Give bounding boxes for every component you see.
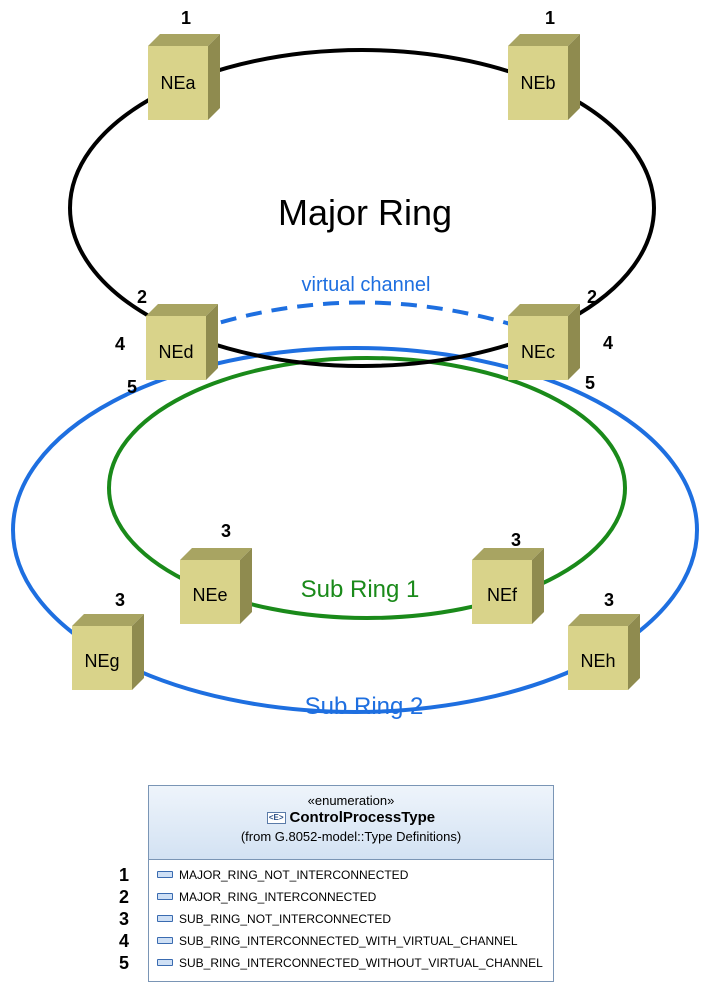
node-ned-number-5: 5 [127, 377, 137, 397]
node-ned-label: NEd [158, 342, 193, 362]
literal-number: 4 [118, 931, 129, 951]
literal-item: 2 MAJOR_RING_INTERCONNECTED [119, 886, 553, 908]
enumeration-box: «enumeration» <E>ControlProcessType (fro… [119, 785, 554, 982]
sub-ring-1-path [107, 356, 627, 620]
stereotype-label: «enumeration» [307, 793, 395, 808]
node-neg-label: NEg [84, 651, 119, 671]
literal-number: 3 [118, 909, 129, 929]
literal-number: 1 [118, 865, 129, 885]
literal-name: SUB_RING_INTERCONNECTED_WITHOUT_VIRTUAL_… [179, 956, 543, 970]
node-nef: NEf [472, 548, 544, 624]
enumeration-source: (from G.8052-model::Type Definitions) [240, 829, 462, 844]
literal-icon [157, 959, 173, 966]
sub-ring-2-label: Sub Ring 2 [305, 693, 424, 720]
literal-number: 2 [118, 887, 129, 907]
literal-icon [157, 915, 173, 922]
literal-item: 3 SUB_RING_NOT_INTERCONNECTED [119, 908, 553, 930]
virtual-channel-path [195, 300, 531, 332]
node-nee-label: NEe [192, 585, 227, 605]
node-nec-number-2: 2 [587, 287, 597, 307]
node-nec-label: NEc [521, 342, 555, 362]
enumeration-header: «enumeration» <E>ControlProcessType (fro… [149, 786, 553, 860]
node-nec: NEc [508, 304, 580, 380]
literal-name: SUB_RING_NOT_INTERCONNECTED [179, 912, 392, 926]
enumeration-name-text: ControlProcessType [289, 809, 436, 826]
node-nef-number: 3 [511, 530, 521, 550]
node-nec-number-4: 4 [603, 333, 613, 353]
node-nee-number: 3 [221, 521, 231, 541]
node-nea-label: NEa [160, 73, 196, 93]
node-nef-label: NEf [487, 585, 518, 605]
node-ned: NEd [146, 304, 218, 380]
literal-icon [157, 871, 173, 878]
node-nea: NEa [148, 34, 220, 120]
node-neh-number: 3 [604, 590, 614, 610]
node-nec-number-5: 5 [585, 373, 595, 393]
literal-item: 4 SUB_RING_INTERCONNECTED_WITH_VIRTUAL_C… [119, 930, 553, 952]
node-ned-number-2: 2 [137, 287, 147, 307]
virtual-channel-label: virtual channel [302, 274, 431, 296]
node-neg: NEg [72, 614, 144, 690]
literal-name: MAJOR_RING_NOT_INTERCONNECTED [179, 868, 409, 882]
literal-number: 5 [118, 953, 129, 973]
node-neb-number: 1 [545, 8, 555, 28]
node-neb-label: NEb [520, 73, 555, 93]
literal-name: MAJOR_RING_INTERCONNECTED [179, 890, 377, 904]
node-ned-number-4: 4 [115, 334, 125, 354]
node-nea-number: 1 [181, 8, 191, 28]
node-neh-label: NEh [580, 651, 615, 671]
ring-topology-diagram: Major Ring virtual channel Sub Ring 1 Su… [11, 8, 699, 720]
literal-name: SUB_RING_INTERCONNECTED_WITH_VIRTUAL_CHA… [179, 934, 518, 948]
literal-item: 5 SUB_RING_INTERCONNECTED_WITHOUT_VIRTUA… [119, 952, 553, 974]
node-nee: NEe [180, 548, 252, 624]
sub-ring-1-label: Sub Ring 1 [301, 576, 420, 603]
literal-item: 1 MAJOR_RING_NOT_INTERCONNECTED [119, 864, 553, 886]
enumeration-literals: 1 MAJOR_RING_NOT_INTERCONNECTED 2 MAJOR_… [119, 860, 553, 974]
node-neh: NEh [568, 614, 640, 690]
enumeration-name: <E>ControlProcessType [149, 808, 553, 827]
sub-ring-2-path [11, 346, 699, 714]
node-neb: NEb [508, 34, 580, 120]
node-neg-number: 3 [115, 590, 125, 610]
major-ring-path [68, 48, 656, 368]
literal-icon [157, 893, 173, 900]
enumeration-icon: <E> [266, 812, 286, 824]
major-ring-label: Major Ring [278, 192, 452, 233]
literal-icon [157, 937, 173, 944]
